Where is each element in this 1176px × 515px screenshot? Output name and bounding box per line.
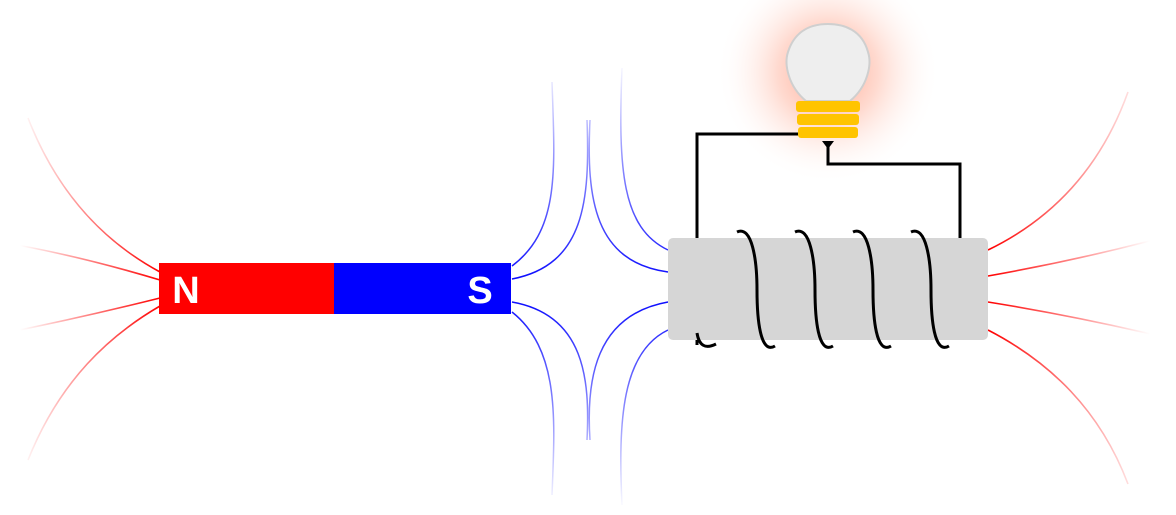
- bulb-base: [796, 101, 860, 138]
- coil-turn: [852, 229, 892, 349]
- field-line: [27, 117, 161, 273]
- bulb-glass: [785, 22, 871, 102]
- north-pole-label: N: [172, 270, 199, 312]
- magnet-south-pole: [334, 263, 511, 314]
- field-line: [987, 233, 1176, 277]
- light-bulb: [785, 22, 871, 149]
- bar-magnet: N S: [159, 263, 511, 314]
- coil-core: [668, 238, 988, 340]
- field-line: [511, 311, 555, 496]
- field-line: [620, 329, 669, 506]
- magnet-north-pole: [159, 263, 334, 314]
- coil-windings: [695, 229, 950, 349]
- field-line: [620, 67, 669, 251]
- field-lines-gap: [511, 67, 669, 506]
- coil-turn: [736, 229, 776, 349]
- field-lines-north: [0, 117, 161, 461]
- wire-right: [826, 145, 962, 240]
- field-line: [987, 91, 1129, 251]
- field-line: [511, 119, 589, 280]
- field-line: [588, 301, 669, 441]
- bulb-contact: [822, 141, 834, 149]
- field-line: [588, 119, 669, 273]
- field-lines-coil: [987, 91, 1176, 485]
- field-line: [511, 301, 589, 441]
- south-pole-label: S: [467, 270, 492, 312]
- coil-turn: [794, 229, 834, 349]
- coil-turn: [910, 229, 950, 349]
- field-line: [0, 241, 161, 281]
- field-line: [987, 301, 1176, 341]
- field-line: [987, 329, 1129, 485]
- field-line: [0, 297, 161, 335]
- field-line: [511, 81, 555, 267]
- field-line: [27, 305, 161, 461]
- coil-turn: [695, 332, 717, 348]
